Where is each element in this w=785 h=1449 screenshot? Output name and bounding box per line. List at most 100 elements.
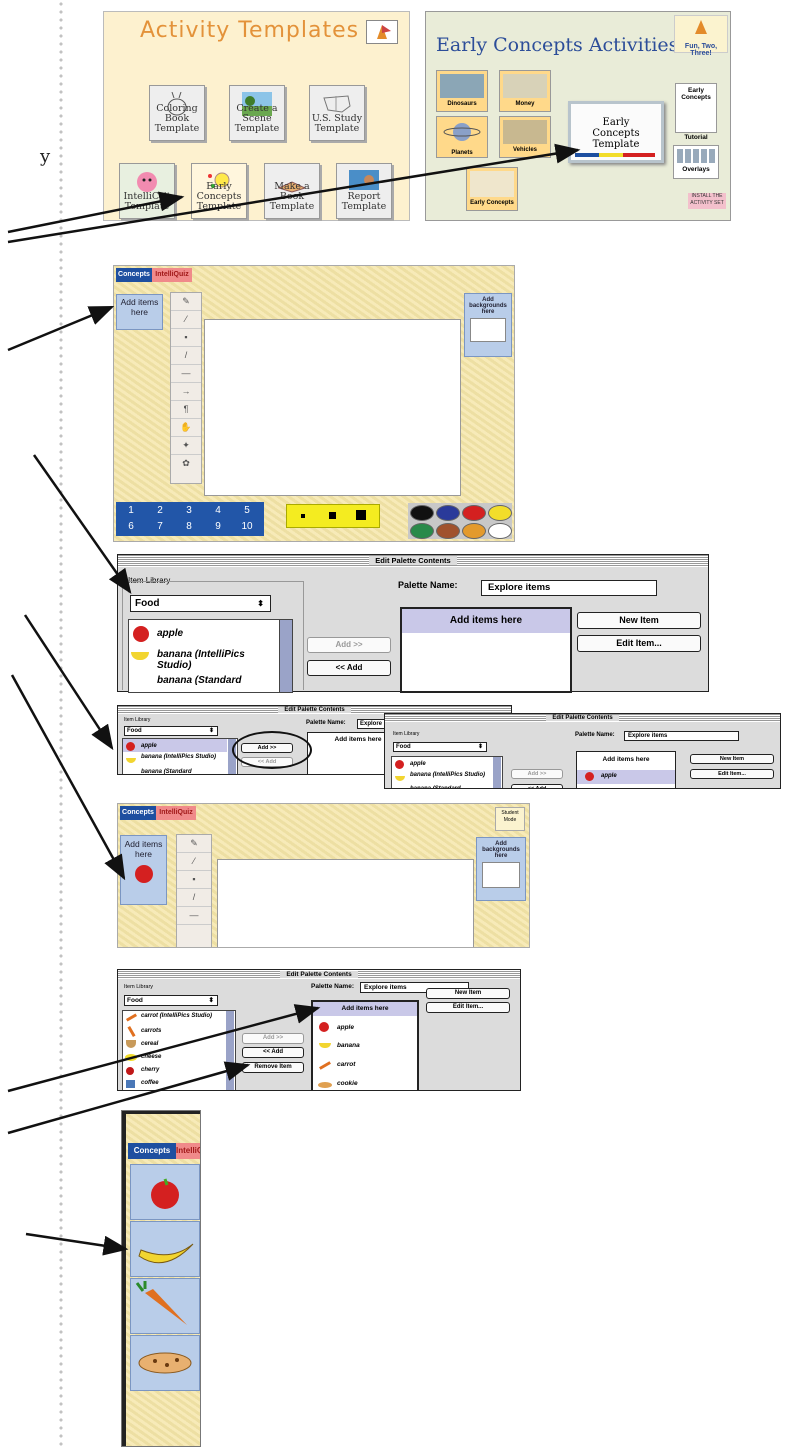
tool-icon[interactable]: ▪ [177,871,211,889]
color-swatch-black[interactable] [410,505,434,521]
tool-icon[interactable]: → [171,383,201,401]
thumb-vehicles[interactable]: Vehicles [499,116,551,158]
number-key[interactable]: 7 [157,521,163,532]
back-add-button[interactable]: << Add [242,1047,304,1058]
add-button[interactable]: Add >> [511,769,563,779]
number-key[interactable]: 4 [215,505,221,516]
new-item-button[interactable]: New Item [690,754,774,764]
list-item[interactable]: apple [141,743,157,749]
list-item[interactable]: banana (IntelliPics Studio) [141,754,217,760]
color-swatch-brown[interactable] [436,523,460,539]
tab-concepts[interactable]: Concepts [128,1143,176,1159]
category-select[interactable]: Food ⬍ [393,742,487,752]
color-swatch-red[interactable] [462,505,486,521]
new-item-button[interactable]: New Item [426,988,510,999]
palette-list[interactable]: Add items here apple banana carrot cooki… [311,1000,419,1090]
list-item[interactable]: apple [601,773,617,779]
list-item[interactable]: cheese [141,1054,162,1060]
tab-concepts[interactable]: Concepts [116,268,152,282]
palette-item-cookie[interactable] [130,1335,200,1391]
canvas-area[interactable] [204,319,461,496]
tool-icon[interactable]: ¶ [171,401,201,419]
tool-icon[interactable]: ✿ [182,458,190,468]
list-item[interactable]: cherry [141,1067,160,1073]
back-add-button[interactable]: << Add [511,784,563,788]
tool-icon[interactable]: ⁄ [177,853,211,871]
library-list[interactable]: apple banana (IntelliPics Studio) banana… [122,738,238,774]
tutorial-label[interactable]: Tutorial [684,134,708,141]
add-backgrounds-box[interactable]: Add backgrounds here [464,293,512,357]
install-activity-set-button[interactable]: INSTALL THE ACTIVITY SET [688,193,726,209]
category-select[interactable]: Food ⬍ [124,726,218,736]
report-template-tile[interactable]: Report Template [336,163,392,219]
coloring-book-template-tile[interactable]: Coloring Book Template [149,85,205,141]
add-button[interactable]: Add >> [307,637,391,653]
library-list[interactable]: carrot (IntelliPics Studio) carrots cere… [122,1010,236,1090]
tab-intelliquiz[interactable]: IntelliQuiz [152,268,192,282]
early-concepts-book[interactable]: Early Concepts [675,83,717,133]
new-item-button[interactable]: New Item [577,612,701,629]
student-mode-button[interactable]: Student Mode [495,807,525,831]
number-key[interactable]: 3 [186,505,192,516]
palette-name-input[interactable]: Explore items [360,982,469,993]
number-key[interactable]: 8 [186,521,192,532]
list-item[interactable]: banana (IntelliPics Studio) [157,649,245,671]
color-swatch-green[interactable] [410,523,434,539]
list-item[interactable]: cereal [141,1041,159,1047]
thumb-planets[interactable]: Planets [436,116,488,158]
list-item[interactable]: banana [337,1042,360,1049]
tool-icon[interactable]: ✋ [171,419,201,437]
palette-item-apple[interactable] [130,1164,200,1220]
color-swatch-blue[interactable] [436,505,460,521]
tab-concepts[interactable]: Concepts [120,806,156,820]
add-button[interactable]: Add >> [242,1033,304,1044]
scrollbar[interactable] [226,1011,234,1090]
early-concepts-template-preview[interactable]: Early Concepts Template [568,101,664,163]
thumb-early-concepts[interactable]: Early Concepts [466,167,518,211]
back-add-button[interactable]: << Add [307,660,391,676]
list-item[interactable]: carrot [337,1061,356,1068]
color-swatch-yellow[interactable] [488,505,512,521]
tool-icon[interactable]: ⁄ [171,311,201,329]
number-key[interactable]: 10 [241,521,253,532]
list-item[interactable]: banana (IntelliPics Studio) [410,772,486,778]
intellicrit-template-tile[interactable]: IntelliCrit Template [119,163,175,219]
palette-item-carrot[interactable] [130,1278,200,1334]
color-swatch-orange[interactable] [462,523,486,539]
library-list[interactable]: apple banana (IntelliPics Studio) banana… [128,619,293,693]
brush-large[interactable] [356,510,366,520]
scrollbar[interactable] [279,620,292,692]
tool-icon[interactable]: ▪ [171,329,201,347]
palette-list[interactable]: Add items here apple [576,751,676,788]
palette-list[interactable]: Add items here [400,607,572,693]
overlays-item[interactable]: Overlays [673,145,719,179]
add-backgrounds-box[interactable]: Add backgrounds here [476,837,526,901]
list-item[interactable]: banana (Standard [157,675,242,686]
early-concepts-template-tile[interactable]: Early Concepts Template [191,163,247,219]
edit-item-button[interactable]: Edit Item... [690,769,774,779]
category-select[interactable]: Food ⬍ [124,995,218,1006]
edit-item-button[interactable]: Edit Item... [426,1002,510,1013]
palette-name-input[interactable]: Explore items [624,731,739,741]
list-item[interactable]: apple [410,761,426,767]
number-key[interactable]: 1 [128,505,134,516]
edit-item-button[interactable]: Edit Item... [577,635,701,652]
palette-name-input[interactable]: Explore items [481,580,657,596]
list-item[interactable]: carrot (IntelliPics Studio) [141,1013,213,1019]
tool-icon[interactable]: — [171,365,201,383]
add-items-box[interactable]: Add items here [120,835,167,905]
brush-medium[interactable] [329,512,336,519]
tool-icon[interactable]: — [177,907,211,925]
tool-icon[interactable]: / [171,347,201,365]
list-item[interactable]: cookie [337,1080,358,1087]
number-key[interactable]: 2 [157,505,163,516]
create-a-scene-template-tile[interactable]: Create a Scene Template [229,85,285,141]
tool-icon[interactable]: ✎ [171,293,201,311]
number-key[interactable]: 9 [215,521,221,532]
list-item[interactable]: banana (Standard [410,786,461,789]
make-a-book-template-tile[interactable]: Make a Book Template [264,163,320,219]
library-list[interactable]: apple banana (IntelliPics Studio) banana… [391,756,503,789]
list-item[interactable]: coffee [141,1080,159,1086]
remove-item-button[interactable]: Remove Item [242,1062,304,1073]
scrollbar[interactable] [493,757,501,788]
